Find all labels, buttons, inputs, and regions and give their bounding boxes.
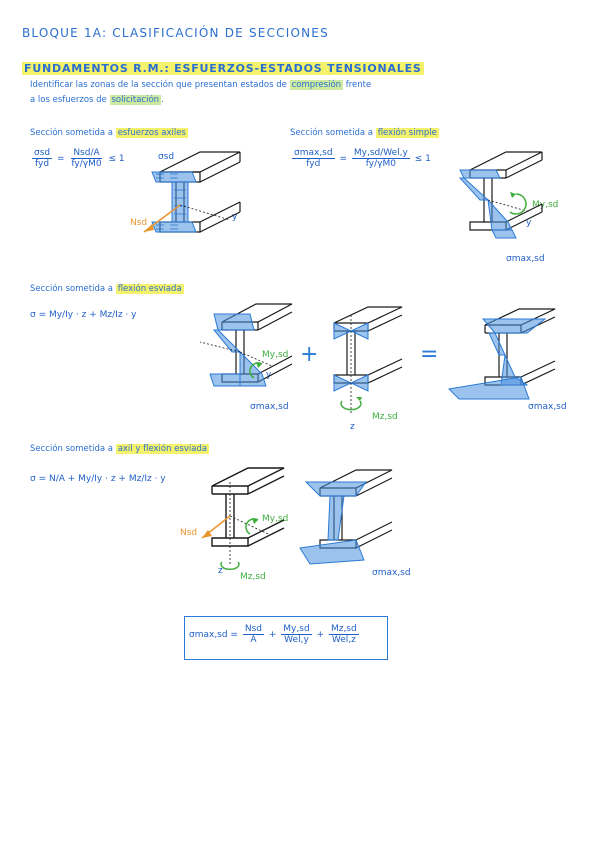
final-plus-2: + <box>317 630 325 640</box>
axial-lhs-fraction: σsd fyd <box>32 148 52 169</box>
axial-beam-diagram <box>140 150 260 260</box>
axial-rhs-fraction: Nsd/A fy/γM0 <box>69 148 103 169</box>
axial-formula: σsd fyd = Nsd/A fy/γM0 ≤ 1 <box>30 148 125 169</box>
final-term-2-den: Wel,y <box>282 635 311 645</box>
page-title: BLOQUE 1A: CLASIFICACIÓN DE SECCIONES <box>22 26 329 40</box>
final-term-3-num: Mz,sd <box>329 624 359 635</box>
flexion-simple-rhs-den: fy/γM0 <box>364 159 398 169</box>
section-heading: FUNDAMENTOS R.M.: ESFUERZOS-ESTADOS TENS… <box>22 62 424 75</box>
flexion-esviada-axis-z-label: z <box>350 422 355 432</box>
flexion-esviada-beam-result <box>445 305 565 415</box>
final-lhs: σmax,sd = <box>189 630 238 640</box>
final-formula-box: σmax,sd = Nsd A + My,sd Wel,y + Mz,sd We… <box>184 616 388 660</box>
flexion-simple-eq: = <box>339 154 347 164</box>
intro-text: Identificar las zonas de la sección que … <box>30 80 287 90</box>
axil-flexion-moment-z-label: Mz,sd <box>240 572 266 582</box>
final-term-1: Nsd A <box>243 624 264 645</box>
flexion-simple-rhs-fraction: My,sd/Wel,y fy/γM0 <box>352 148 410 169</box>
axial-label-prefix: Sección sometida a <box>30 128 113 138</box>
flexion-simple-label-prefix: Sección sometida a <box>290 128 373 138</box>
intro-keyword-compresion: compresión <box>290 80 343 90</box>
flexion-esviada-beam-2 <box>322 305 412 415</box>
final-term-1-den: A <box>248 635 258 645</box>
axial-condition: ≤ 1 <box>108 154 124 164</box>
flexion-simple-label-keyword: flexión simple <box>376 128 439 138</box>
flexion-esviada-label-keyword: flexión esviada <box>116 284 184 294</box>
flexion-simple-lhs-fraction: σmax,sd fyd <box>292 148 335 169</box>
flexion-esviada-formula: σ = My/Iy · z + Mz/Iz · y <box>30 310 136 320</box>
axil-flexion-beam-1 <box>198 462 294 572</box>
flexion-simple-formula: σmax,sd fyd = My,sd/Wel,y fy/γM0 ≤ 1 <box>290 148 431 169</box>
axil-flexion-label: Sección sometida a axil y flexión esviad… <box>30 444 209 454</box>
axil-flexion-force-label: Nsd <box>180 528 197 538</box>
flexion-simple-lhs-den: fyd <box>304 159 322 169</box>
axial-lhs-den: fyd <box>33 159 51 169</box>
flexion-esviada-equals: = <box>420 342 438 367</box>
flexion-esviada-label-prefix: Sección sometida a <box>30 284 113 294</box>
axial-eq: = <box>57 154 65 164</box>
flexion-esviada-plus: + <box>300 342 318 367</box>
axial-rhs-den: fy/γM0 <box>69 159 103 169</box>
final-term-3: Mz,sd Wel,z <box>329 624 359 645</box>
intro-text: . <box>161 95 164 105</box>
final-term-3-den: Wel,z <box>330 635 358 645</box>
flexion-esviada-label: Sección sometida a flexión esviada <box>30 284 184 294</box>
intro-text: frente <box>346 80 371 90</box>
flexion-simple-beam-diagram <box>450 150 560 258</box>
axial-rhs-num: Nsd/A <box>71 148 101 159</box>
intro-text: a los esfuerzos de <box>30 95 107 105</box>
flexion-esviada-beam-1 <box>200 300 300 410</box>
flexion-simple-label: Sección sometida a flexión simple <box>290 128 439 138</box>
flexion-simple-rhs-num: My,sd/Wel,y <box>352 148 410 159</box>
flexion-simple-lhs-num: σmax,sd <box>292 148 335 159</box>
intro-line-1: Identificar las zonas de la sección que … <box>30 80 371 90</box>
intro-keyword-solicitacion: solicitación <box>110 95 162 105</box>
axial-lhs-num: σsd <box>32 148 52 159</box>
axil-flexion-label-prefix: Sección sometida a <box>30 444 113 454</box>
final-term-2: My,sd Wel,y <box>281 624 311 645</box>
final-plus-1: + <box>269 630 277 640</box>
axil-flexion-beam-result <box>296 468 406 572</box>
axil-flexion-label-keyword: axil y flexión esviada <box>116 444 209 454</box>
axil-flexion-formula: σ = N/A + My/Iy · z + Mz/Iz · y <box>30 474 166 484</box>
final-term-1-num: Nsd <box>243 624 264 635</box>
axial-label-keyword: esfuerzos axiles <box>116 128 188 138</box>
intro-line-2: a los esfuerzos de solicitación. <box>30 95 164 105</box>
flexion-simple-condition: ≤ 1 <box>415 154 431 164</box>
final-term-2-num: My,sd <box>281 624 311 635</box>
final-formula: σmax,sd = Nsd A + My,sd Wel,y + Mz,sd We… <box>189 624 361 645</box>
axial-label: Sección sometida a esfuerzos axiles <box>30 128 188 138</box>
